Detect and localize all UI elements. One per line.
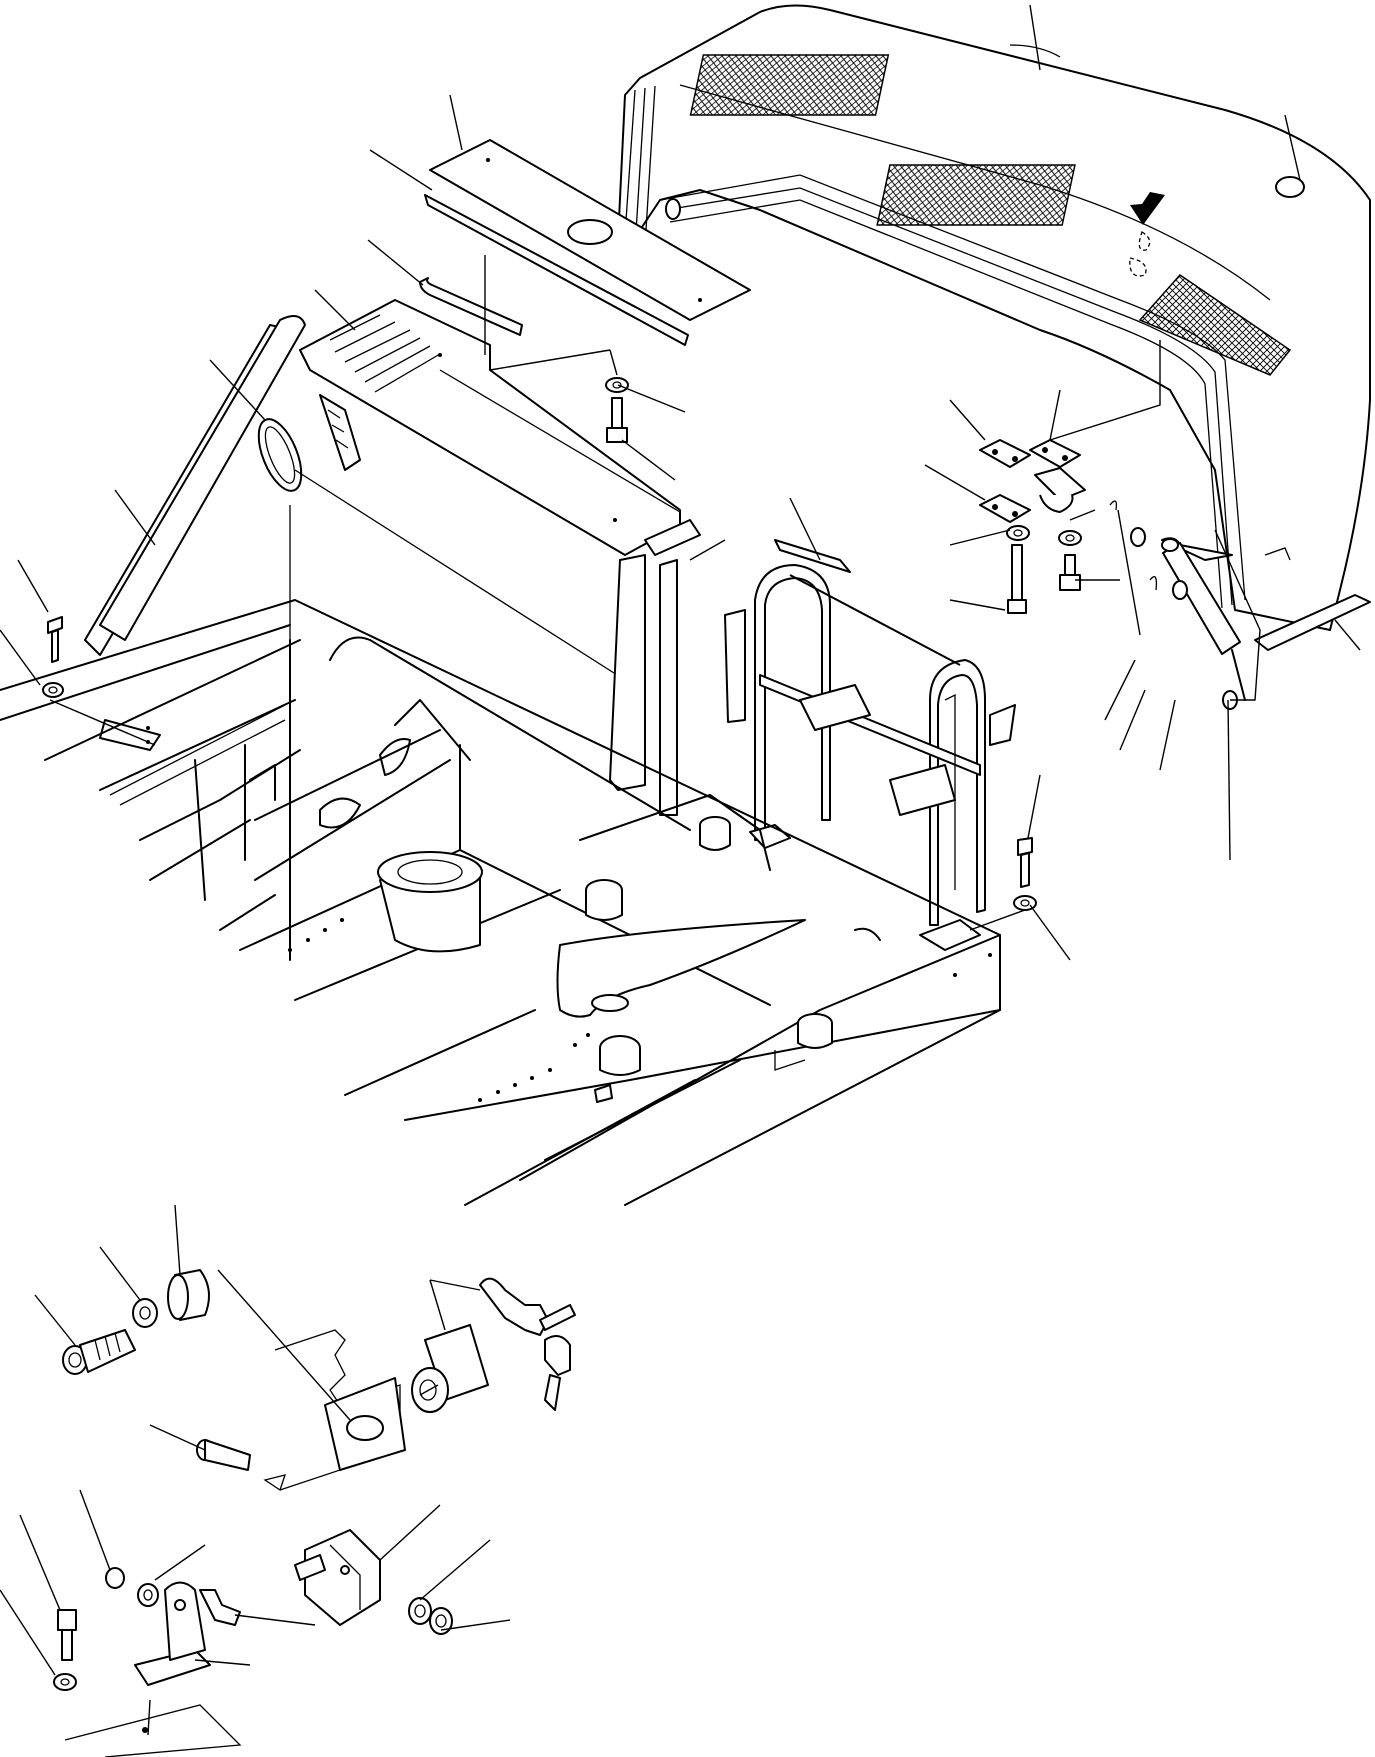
catch-bracket-icon [64,1581,242,1757]
key-icon [479,1277,576,1411]
bolt-icon [1017,837,1033,888]
rubber-strip-icon [419,277,523,336]
washer-icon [1006,525,1030,541]
spacer-icon [167,1269,210,1321]
washer-icon [42,682,64,698]
revolving-frame-icon [0,599,1001,1206]
bolt-icon [47,616,63,663]
washer-icon [137,1583,159,1607]
partition-plate-icon [289,469,701,816]
washer-icon [429,1607,453,1635]
partition-plate-icon [263,1329,406,1492]
bolt-icon [1059,554,1081,591]
washer-icon [605,377,629,393]
washer-icon [1058,530,1082,546]
bolt-icon [196,1439,251,1471]
gas-spring-icon [1109,500,1246,710]
washer-icon [53,1673,77,1691]
bolt-icon [57,1609,77,1661]
hinge-icon [979,439,1086,523]
rubber-strip-icon [1254,594,1371,651]
lock-cylinder-icon [411,1324,489,1413]
washer-icon [408,1597,432,1625]
side-cover-icon [299,299,681,556]
washer-icon [105,1567,125,1589]
direction-arrow-icon [1129,192,1165,277]
hood-support-plate-icon [424,139,751,346]
grommet-icon [257,394,361,492]
bolt-icon [606,397,628,443]
bolt-icon [1007,544,1027,614]
engine-hood-icon [617,4,1371,631]
washer-icon [132,1298,158,1328]
leader-lines [0,4,1361,1736]
latch-icon [294,1529,381,1626]
handrail-icon [724,539,1016,951]
bolt-icon [62,1329,136,1375]
partition-plate-icon [84,315,306,751]
